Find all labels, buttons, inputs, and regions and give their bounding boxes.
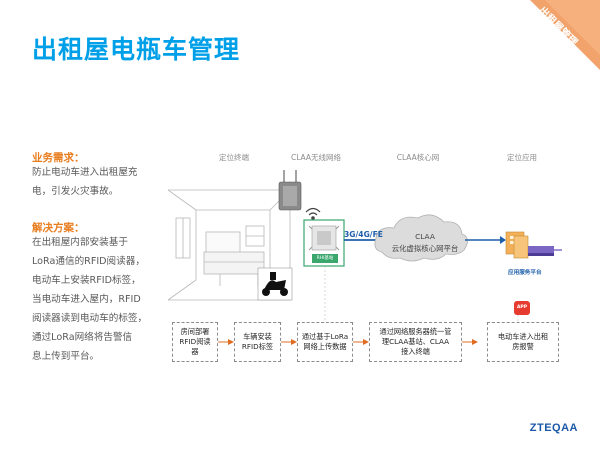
column-header: 定位终端 bbox=[219, 153, 249, 162]
solution-line: 电动车上安装RFID标签， bbox=[32, 275, 141, 286]
step-text: 电动车进入出租 房报警 bbox=[497, 332, 549, 351]
platform-server-icon bbox=[505, 231, 562, 259]
need-line: 电，引发火灾事故。 bbox=[32, 186, 119, 197]
wireless-signal-icon bbox=[305, 207, 321, 220]
solution-text: 在出租屋内部安装基于 LoRa通信的RFID阅读器， 电动车上安装RFID标签，… bbox=[32, 233, 147, 366]
step-box: 通过基于LoRa 网络上传数据 bbox=[297, 322, 353, 362]
solution-line: 通过LoRa网络将告警信 bbox=[32, 332, 133, 343]
step-arrows bbox=[228, 339, 478, 345]
solution-heading: 解决方案： bbox=[32, 222, 85, 234]
solution-line: 息上传到平台。 bbox=[32, 351, 100, 362]
solution-line: 当电动车进入屋内，RFID bbox=[32, 294, 141, 305]
cloud-to-platform-link bbox=[465, 236, 506, 244]
need-line: 防止电动车进入出租屋充 bbox=[32, 167, 138, 178]
app-badge-icon: APP bbox=[514, 301, 530, 315]
platform-label: 应用服务平台 bbox=[508, 270, 542, 276]
column-header: CLAA无线网络 bbox=[290, 153, 342, 162]
step-box: 通过网络服务器统一管 理CLAA基站、CLAA 接入终端 bbox=[369, 322, 462, 362]
step-box: 房间部署 RFID阅读 器 bbox=[172, 322, 218, 362]
brand-logo: ZTEQAA bbox=[529, 422, 578, 434]
page-title: 出租屋电瓶车管理 bbox=[32, 35, 241, 64]
step-text: 车辆安装 RFID标签 bbox=[241, 332, 274, 351]
need-text: 防止电动车进入出租屋充 电，引发火灾事故。 bbox=[32, 163, 138, 201]
gateway-tag: RHI基站 bbox=[312, 254, 338, 263]
cloud-sublabel: 云化虚拟核心网平台 bbox=[391, 244, 459, 253]
scooter-icon bbox=[257, 267, 293, 301]
step-text: 通过网络服务器统一管 理CLAA基站、CLAA 接入终端 bbox=[379, 327, 452, 356]
solution-line: LoRa通信的RFID阅读器， bbox=[32, 256, 145, 267]
room-illustration bbox=[167, 189, 291, 301]
rfid-reader-icon bbox=[278, 170, 302, 211]
step-connectors bbox=[324, 266, 519, 322]
cloud-label: CLAA bbox=[415, 232, 435, 241]
need-heading: 业务需求： bbox=[32, 152, 85, 164]
column-header: 定位应用 bbox=[507, 153, 537, 162]
solution-line: 阅读器读到电动车的标签， bbox=[32, 313, 148, 324]
column-header: CLAA核心网 bbox=[396, 153, 440, 162]
solution-line: 在出租屋内部安装基于 bbox=[32, 237, 128, 248]
cloud-icon bbox=[374, 214, 468, 262]
step-text: 通过基于LoRa 网络上传数据 bbox=[301, 332, 349, 351]
step-text: 房间部署 RFID阅读 器 bbox=[179, 327, 211, 356]
step-box: 电动车进入出租 房报警 bbox=[487, 322, 559, 362]
step-box: 车辆安装 RFID标签 bbox=[234, 322, 281, 362]
network-label: 3G/4G/FE bbox=[344, 230, 383, 239]
